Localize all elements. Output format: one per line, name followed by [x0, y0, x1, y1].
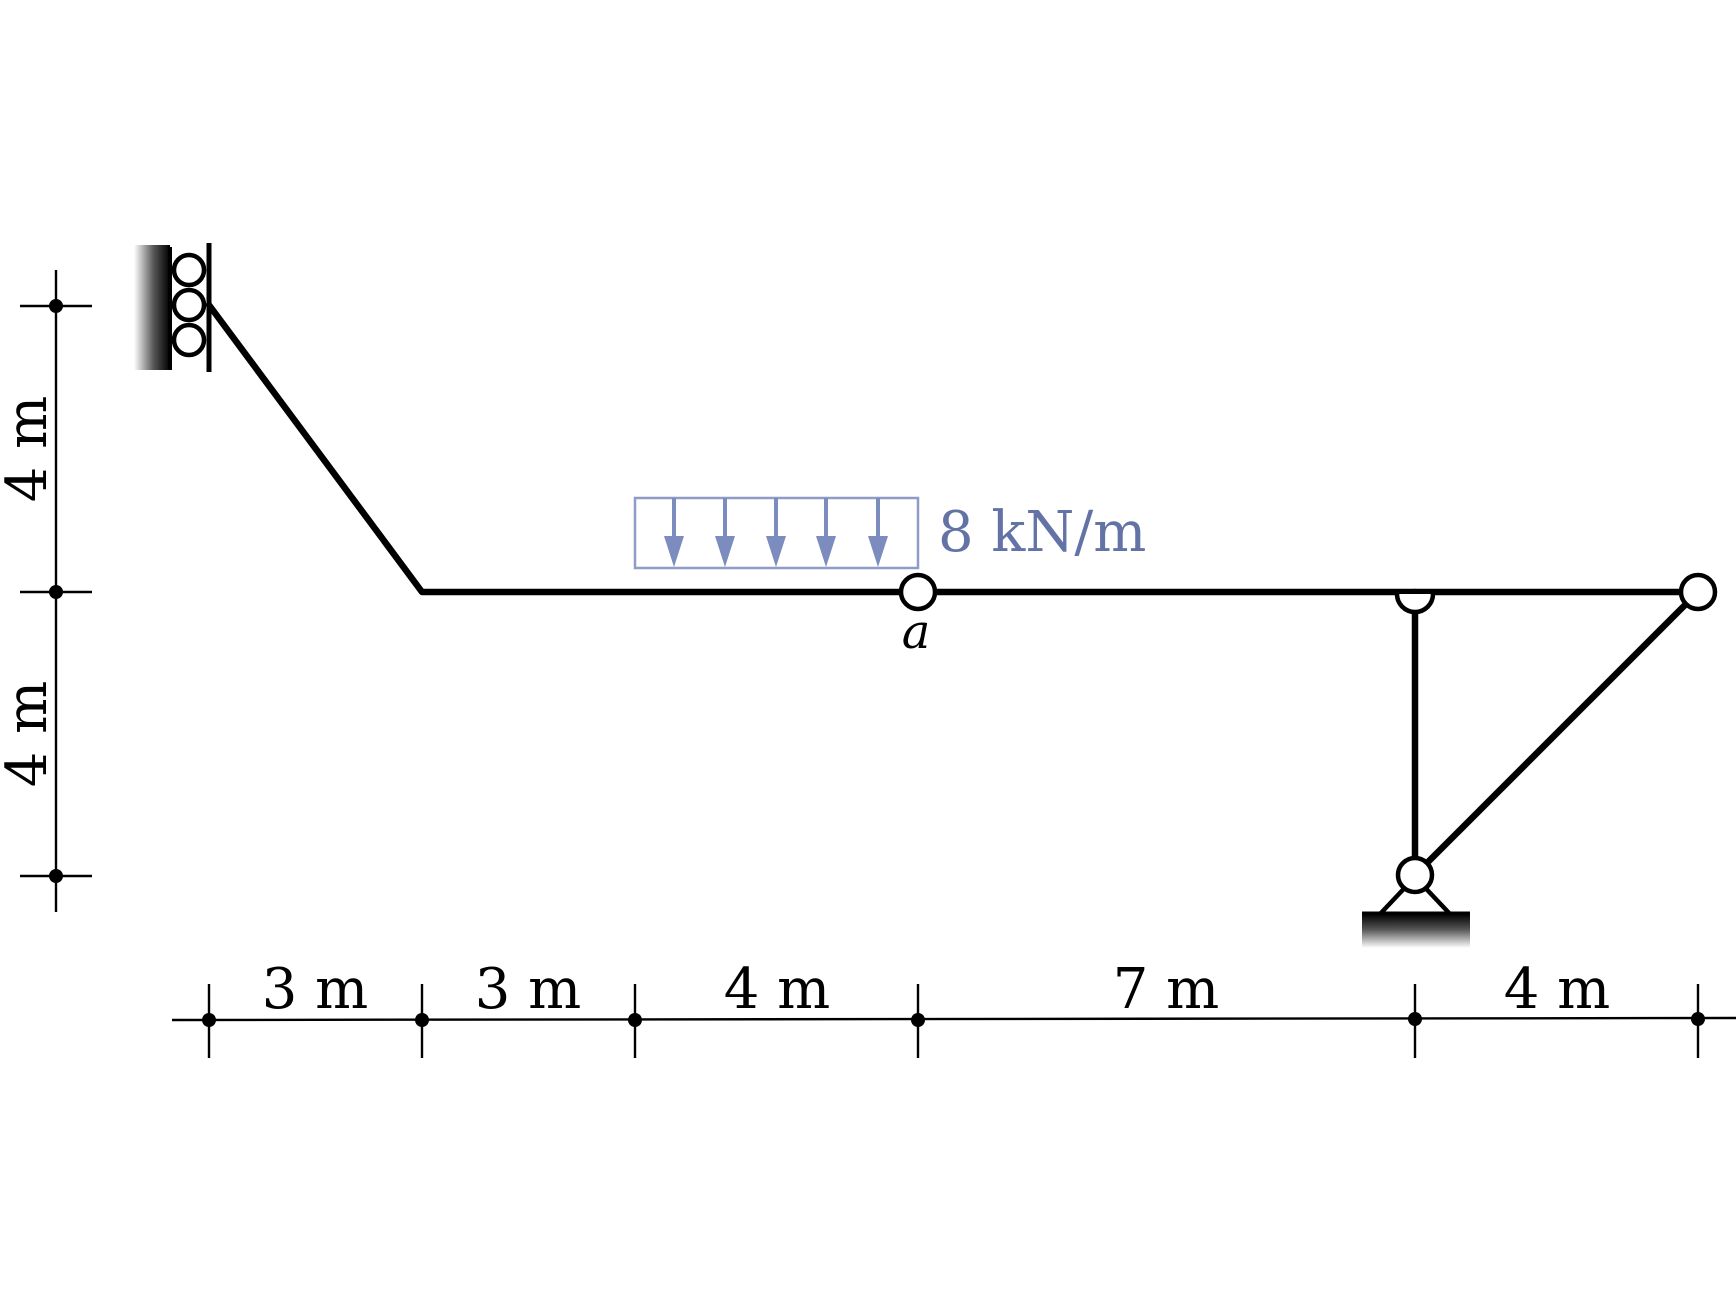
- horizontal-dot-3: [628, 1013, 642, 1027]
- roller-2: [171, 287, 207, 323]
- horizontal-dot-5: [1408, 1012, 1422, 1026]
- brace-right: [1411, 588, 1702, 879]
- horizontal-dim-label-5: 4 m: [1504, 957, 1611, 1022]
- horizontal-dot-2: [415, 1013, 429, 1027]
- vertical-dimension: 4 m 4 m: [0, 270, 92, 912]
- load-label: 8 kN/m: [938, 500, 1146, 565]
- load-arrowhead-4: [816, 536, 836, 567]
- distributed-load: 8 kN/m: [633, 496, 1146, 570]
- horizontal-dim-label-3: 4 m: [724, 957, 831, 1022]
- half-hinge-column-top: [1394, 593, 1436, 615]
- horizontal-dim-label-1: 3 m: [262, 957, 369, 1022]
- horizontal-dot-1: [202, 1013, 216, 1027]
- node-label-a: a: [902, 604, 931, 660]
- ground-hatch: [1362, 914, 1470, 948]
- hinges: a: [898, 572, 1718, 660]
- horizontal-dimension: 3 m 3 m 4 m 7 m 4 m: [171, 957, 1736, 1058]
- roller-1: [171, 252, 207, 288]
- horizontal-dot-6: [1691, 1012, 1705, 1026]
- load-arrows: [664, 498, 888, 567]
- hinge-a: [898, 572, 938, 612]
- horizontal-dot-4: [911, 1013, 925, 1027]
- vertical-dim-label-1: 4 m: [0, 396, 60, 503]
- roller-support: [134, 243, 212, 372]
- load-arrowhead-1: [664, 536, 684, 567]
- load-arrowhead-3: [766, 536, 786, 567]
- vertical-dim-label-2: 4 m: [0, 681, 60, 788]
- pin-support: [1362, 855, 1470, 948]
- wall-hatch: [134, 245, 170, 370]
- horizontal-dim-line: [171, 1016, 1736, 1022]
- vertical-dot-2: [49, 585, 63, 599]
- frame-members: [205, 301, 1702, 879]
- hinge-right-end: [1678, 572, 1718, 612]
- horizontal-dim-label-2: 3 m: [475, 957, 582, 1022]
- roller-3: [171, 322, 207, 358]
- vertical-dot-1: [49, 299, 63, 313]
- inclined-member-left: [205, 301, 922, 596]
- pin-hinge: [1395, 855, 1435, 895]
- load-arrowhead-5: [868, 536, 888, 567]
- load-arrowhead-2: [715, 536, 735, 567]
- horizontal-dim-label-4: 7 m: [1113, 957, 1220, 1022]
- vertical-dot-3: [49, 869, 63, 883]
